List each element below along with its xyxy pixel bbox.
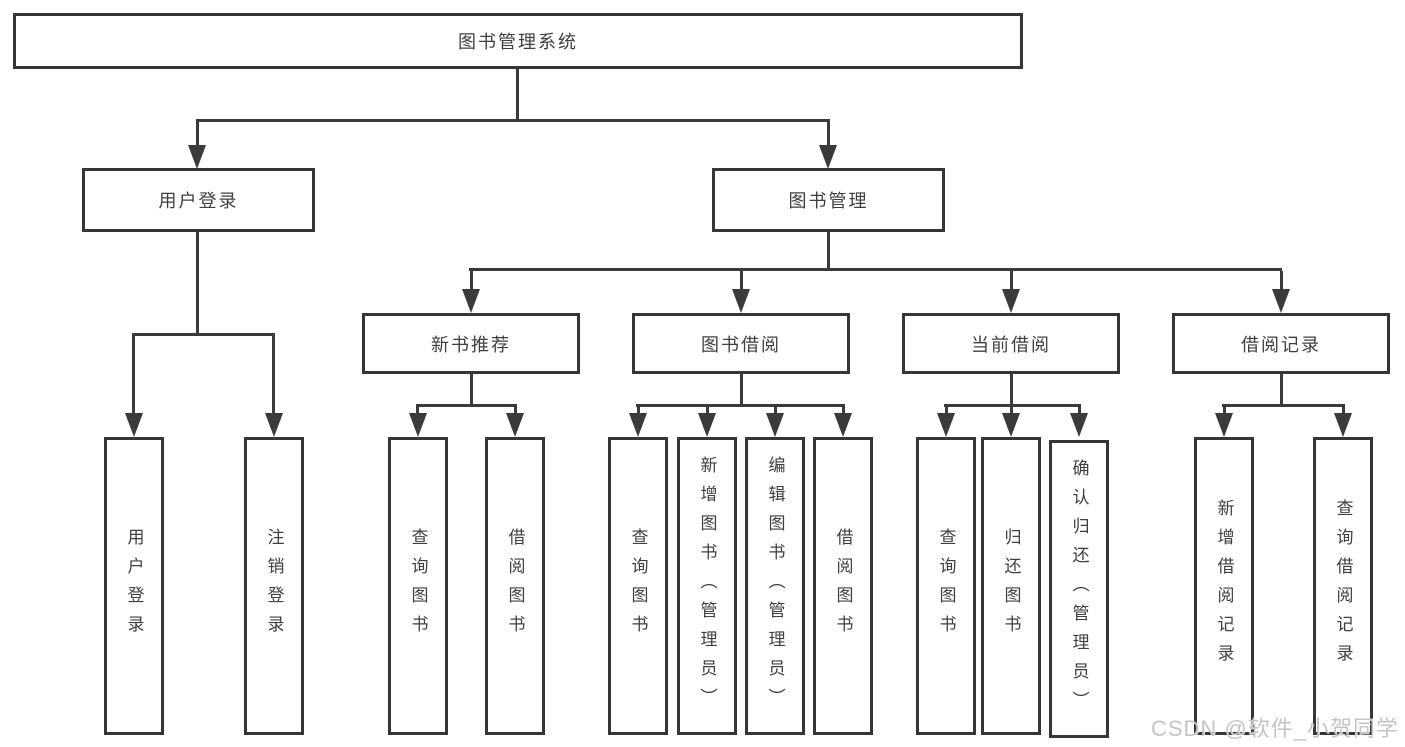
arrow-down-icon [1334, 413, 1352, 437]
leaf-query-books-2: 查询图书 [608, 437, 668, 735]
leaf-confirm-return-admin: 确认归还（管理员） [1049, 440, 1109, 738]
connector-hline [196, 119, 830, 122]
connector-hline [416, 404, 517, 407]
leaf-label: 查询图书 [408, 528, 428, 644]
leaf-label: 查询借阅记录 [1333, 499, 1353, 673]
arrow-down-icon [462, 289, 480, 313]
arrow-down-icon [1070, 413, 1088, 437]
connector-vline [1280, 271, 1283, 291]
leaf-label: 查询图书 [936, 528, 956, 644]
connector-vline [945, 407, 948, 415]
connector-vline [774, 407, 777, 415]
leaf-label: 借阅图书 [833, 528, 853, 644]
connector-vline [132, 336, 135, 414]
connector-vline [637, 407, 640, 415]
leaf-edit-books-admin: 编辑图书（管理员） [745, 437, 805, 735]
node-label: 用户登录 [158, 191, 239, 211]
connector-hline [1222, 404, 1345, 407]
connector-vline [196, 232, 199, 333]
arrow-down-icon [698, 413, 716, 437]
connector-vline [1010, 374, 1013, 404]
leaf-label: 借阅图书 [505, 528, 525, 644]
connector-vline [1078, 407, 1081, 415]
leaf-logout-login: 注销登录 [244, 437, 304, 735]
arrow-down-icon [506, 413, 524, 437]
connector-vline [1010, 407, 1013, 415]
arrow-down-icon [188, 145, 206, 169]
leaf-label: 归还图书 [1001, 528, 1021, 644]
connector-hline [636, 404, 845, 407]
arrow-down-icon [629, 413, 647, 437]
leaf-label: 编辑图书（管理员） [765, 455, 785, 717]
node-book-borrowing: 图书借阅 [632, 313, 850, 374]
connector-hline [944, 404, 1081, 407]
leaf-label: 确认归还（管理员） [1069, 458, 1089, 720]
leaf-label: 查询图书 [628, 528, 648, 644]
arrow-down-icon [1002, 413, 1020, 437]
arrow-down-icon [1272, 289, 1290, 313]
leaf-query-books: 查询图书 [388, 437, 448, 735]
leaf-borrow-books: 借阅图书 [485, 437, 545, 735]
node-new-book-recommend: 新书推荐 [362, 313, 580, 374]
connector-vline [842, 407, 845, 415]
connector-vline [516, 69, 519, 121]
node-borrowing-records: 借阅记录 [1172, 313, 1390, 374]
node-label: 新书推荐 [431, 334, 511, 355]
arrow-down-icon [1002, 289, 1020, 313]
leaf-return-books: 归还图书 [981, 437, 1041, 735]
connector-vline [1280, 374, 1283, 404]
node-label: 借阅记录 [1241, 334, 1321, 355]
arrow-down-icon [766, 413, 784, 437]
node-label: 图书借阅 [701, 334, 781, 355]
connector-vline [196, 119, 199, 147]
leaf-query-books-3: 查询图书 [916, 437, 976, 735]
connector-vline [1342, 407, 1345, 415]
node-user-login: 用户登录 [82, 168, 315, 232]
leaf-label: 注销登录 [264, 528, 284, 644]
leaf-query-borrow-record: 查询借阅记录 [1313, 437, 1373, 735]
node-library-management-system: 图书管理系统 [13, 13, 1023, 69]
node-label: 图书管理系统 [458, 32, 578, 52]
connector-vline [740, 374, 743, 404]
connector-vline [416, 407, 419, 415]
node-label: 图书管理 [788, 191, 869, 211]
connector-hline [132, 333, 275, 336]
leaf-add-borrow-record: 新增借阅记录 [1194, 437, 1254, 735]
connector-vline [827, 232, 830, 268]
arrow-down-icon [265, 413, 283, 437]
node-current-borrowing: 当前借阅 [902, 313, 1120, 374]
connector-vline [1010, 271, 1013, 291]
arrow-down-icon [125, 413, 143, 437]
arrow-down-icon [834, 413, 852, 437]
arrow-down-icon [1215, 413, 1233, 437]
node-book-management: 图书管理 [712, 168, 945, 232]
node-label: 当前借阅 [971, 334, 1051, 355]
leaf-user-login: 用户登录 [104, 437, 164, 735]
arrow-down-icon [409, 413, 427, 437]
connector-vline [827, 119, 830, 147]
connector-vline [1223, 407, 1226, 415]
connector-hline [469, 268, 1282, 271]
leaf-label: 新增图书（管理员） [697, 455, 717, 717]
arrow-down-icon [819, 145, 837, 169]
connector-vline [470, 374, 473, 404]
leaf-label: 用户登录 [124, 528, 144, 644]
leaf-add-books-admin: 新增图书（管理员） [677, 437, 737, 735]
connector-vline [272, 336, 275, 414]
watermark: CSDN @软件_小贺同学 [1150, 716, 1399, 741]
arrow-down-icon [732, 289, 750, 313]
connector-vline [740, 271, 743, 291]
leaf-borrow-books-2: 借阅图书 [813, 437, 873, 735]
leaf-label: 新增借阅记录 [1214, 499, 1234, 673]
connector-vline [514, 407, 517, 415]
connector-vline [706, 407, 709, 415]
connector-vline [470, 271, 473, 291]
arrow-down-icon [937, 413, 955, 437]
